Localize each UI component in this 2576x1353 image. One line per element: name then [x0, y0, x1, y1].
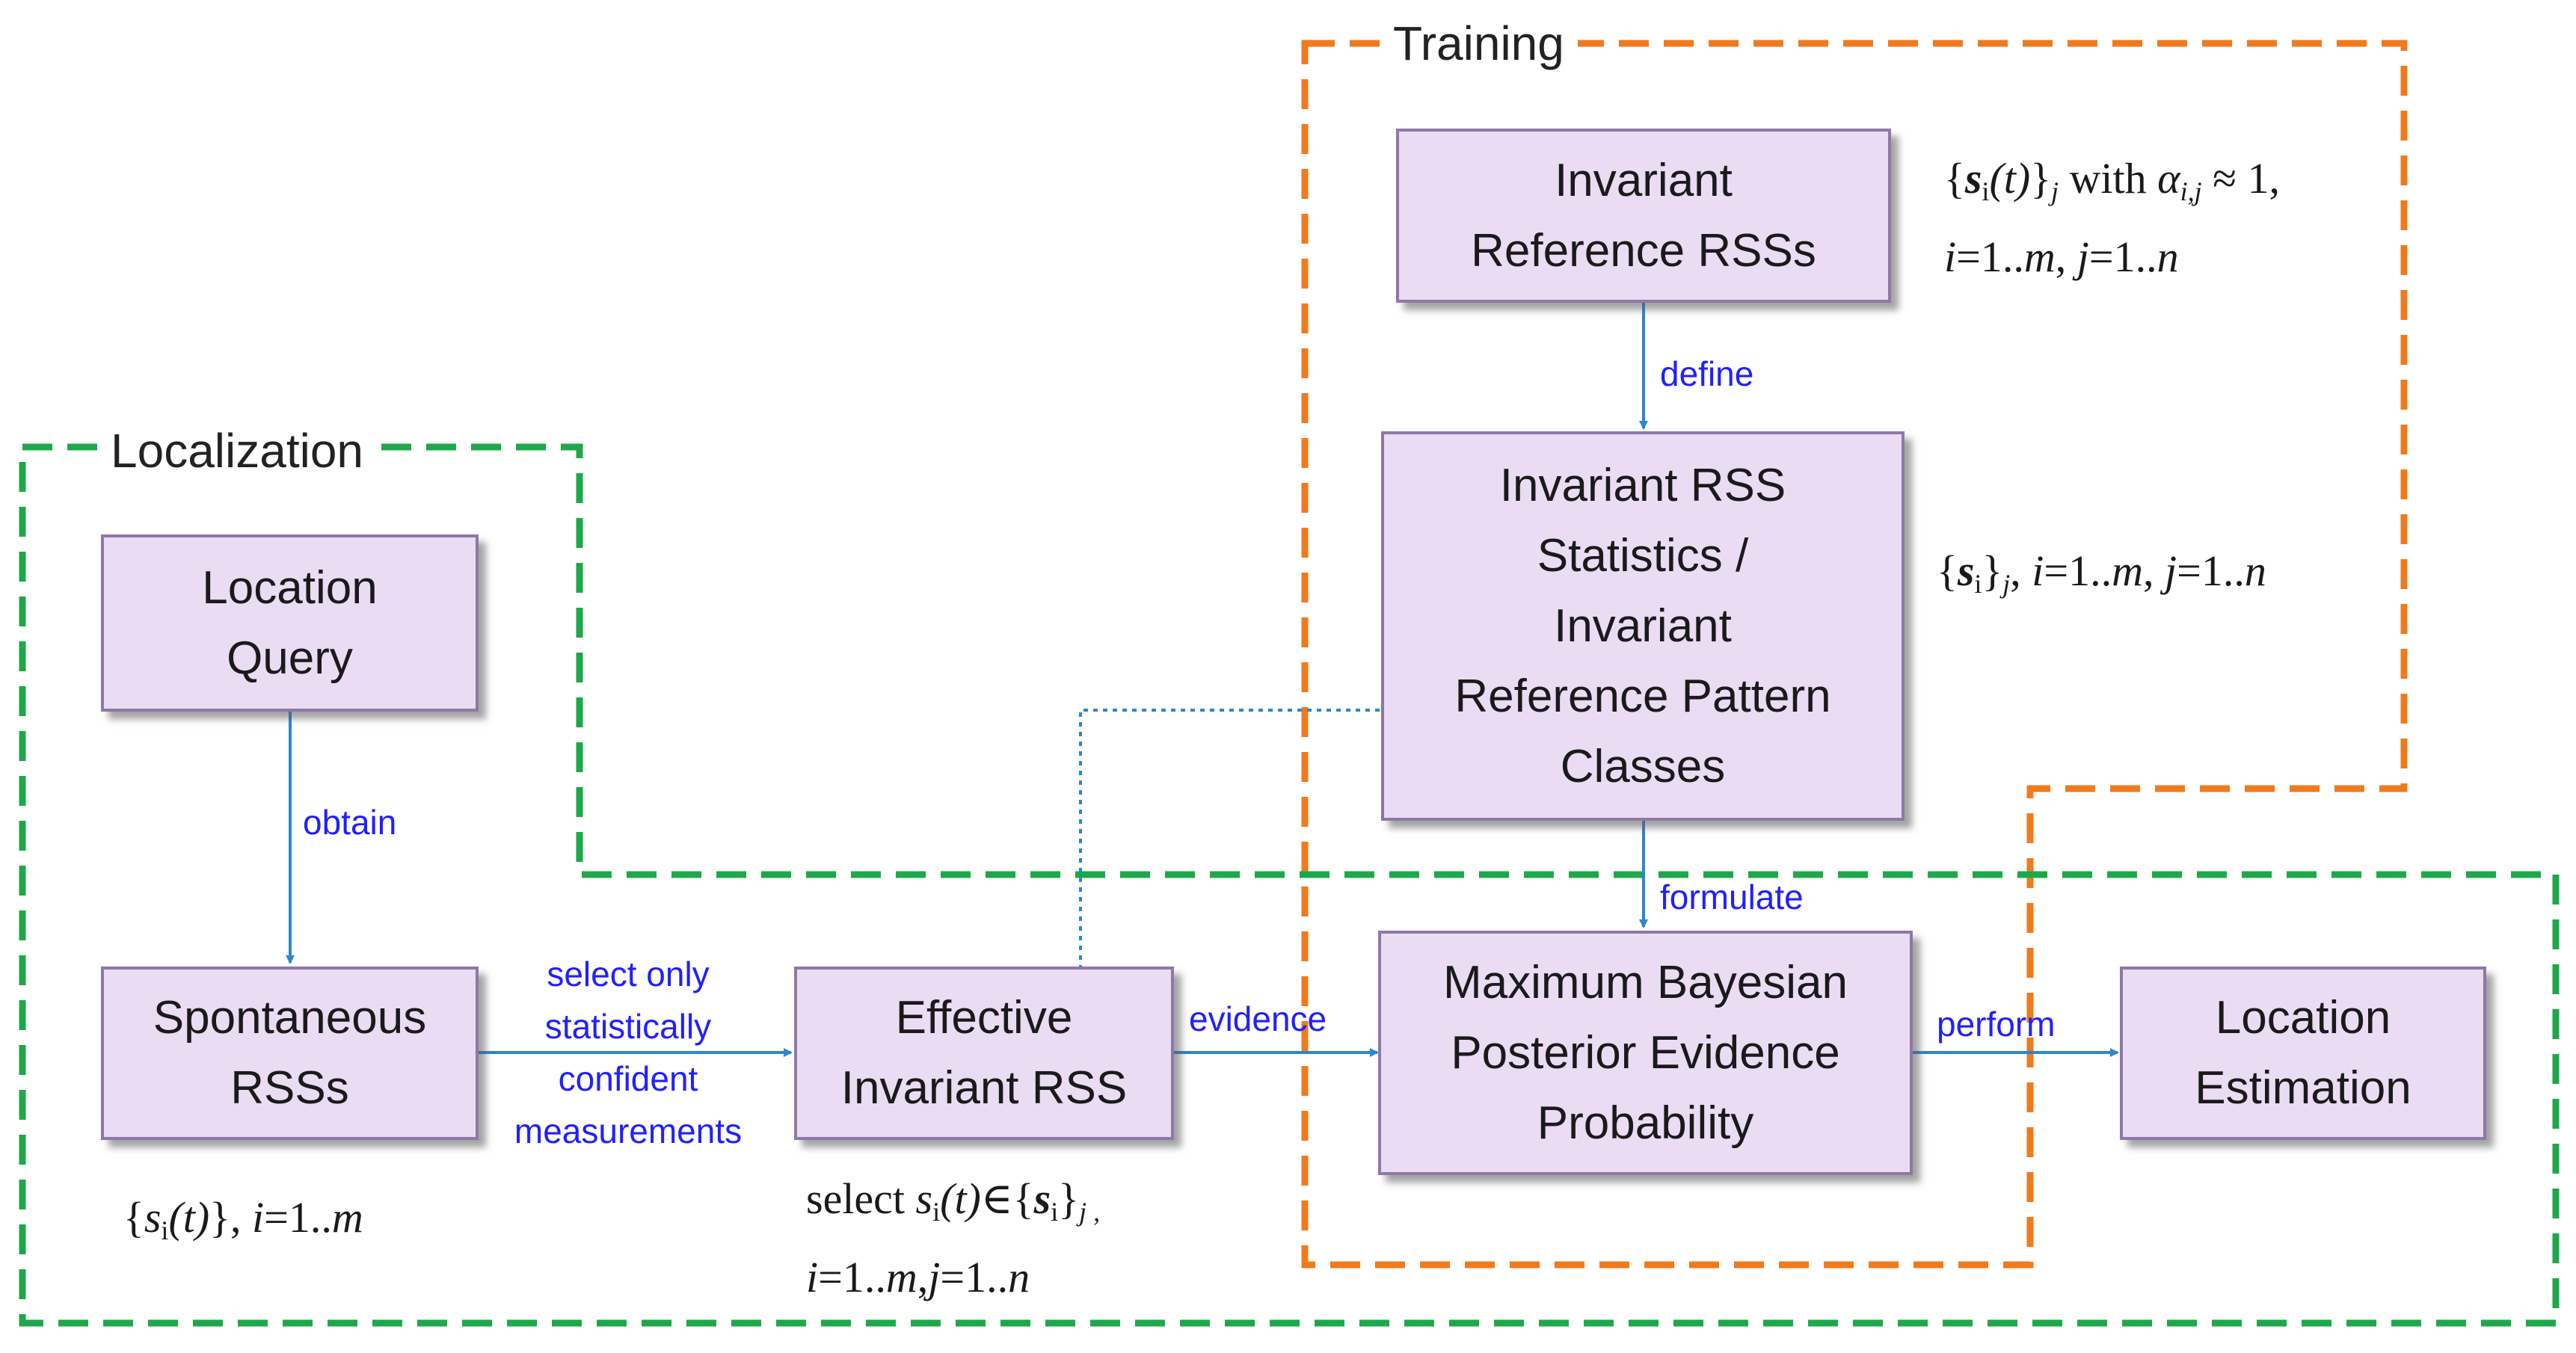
training-region-label: Training — [1380, 15, 1578, 72]
effective-select-line2: i=1..m,j=1..n — [806, 1253, 1030, 1301]
spontaneous-rss-label: Spontaneous RSSs — [153, 992, 427, 1114]
edge-label-evidence: evidence — [1189, 999, 1327, 1038]
bayesian-label: Maximum Bayesian Posterior Evidence Prob… — [1443, 956, 1848, 1149]
location-estimation-label: Location Estimation — [2195, 992, 2411, 1114]
statistics-label: Invariant RSS Statistics / Invariant Ref… — [1454, 459, 1831, 792]
ref-rss-set-line2: i=1..m, j=1..n — [1944, 232, 2179, 281]
stat-set-annotation: {si}j, i=1..m, j=1..n — [1937, 546, 2266, 599]
effective-rss-node: Effective Invariant RSS — [794, 967, 1174, 1140]
dotted-connector — [1079, 709, 1380, 967]
invariant-ref-rss-label: Invariant Reference RSSs — [1471, 154, 1816, 277]
edge-label-formulate: formulate — [1660, 878, 1804, 916]
edge-label-select-only: select only statistically confident meas… — [514, 955, 743, 1150]
edge-label-define: define — [1660, 354, 1754, 393]
localization-region-border — [19, 443, 2560, 1327]
spontaneous-rss-node: Spontaneous RSSs — [101, 967, 479, 1140]
effective-select-line1: select si(t)∈{si}j , — [806, 1174, 1101, 1227]
spont-set-annotation: {si(t)}, i=1..m — [123, 1193, 363, 1245]
edge-label-obtain: obtain — [303, 803, 397, 842]
ref-rss-set-annotation: {si(t)}j with αi,j ≈ 1, i=1..m, j=1..n — [1944, 146, 2280, 290]
invariant-ref-rss-node: Invariant Reference RSSs — [1396, 129, 1891, 303]
bayesian-node: Maximum Bayesian Posterior Evidence Prob… — [1378, 931, 1913, 1175]
effective-rss-label: Effective Invariant RSS — [840, 992, 1128, 1114]
statistics-node: Invariant RSS Statistics / Invariant Ref… — [1381, 431, 1905, 821]
effective-select-annotation: select si(t)∈{si}j , i=1..m,j=1..n — [806, 1166, 1100, 1310]
localization-region-label: Localization — [97, 422, 377, 479]
training-region-border — [1301, 40, 2408, 1269]
ref-rss-set-line1: {si(t)}j with αi,j ≈ 1, — [1944, 154, 2280, 206]
location-query-label: Location Query — [202, 561, 378, 684]
location-estimation-node: Location Estimation — [2120, 967, 2486, 1140]
edge-label-perform: perform — [1937, 1005, 2056, 1044]
location-query-node: Location Query — [101, 534, 479, 712]
